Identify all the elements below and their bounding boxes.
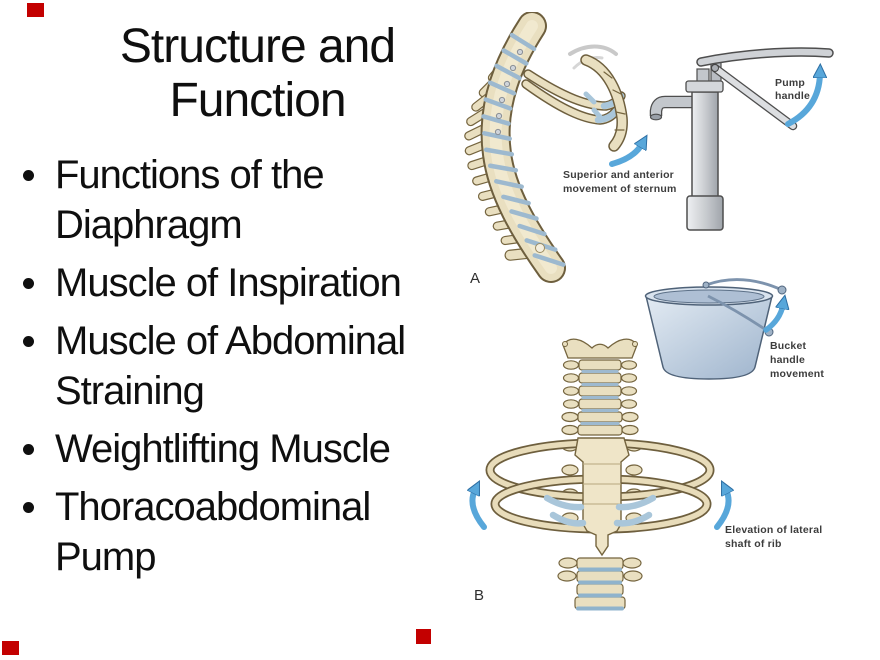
panel-b: Bucket handle movement Elevation of late… [472, 278, 824, 611]
slide-title: Structure and Function [30, 20, 485, 128]
bullet-dot [23, 502, 34, 513]
water-pump [649, 47, 834, 231]
bullet-text: Thoracoabdominal Pump [55, 485, 371, 579]
bullet-dot [23, 278, 34, 289]
bullet-dot [23, 444, 34, 455]
pump-handle-arrow [785, 74, 820, 127]
pump-base [686, 195, 724, 231]
red-marker-bottom-left [2, 641, 19, 655]
bucket-label-line1: Bucket [770, 340, 807, 352]
bucket-label-line2: handle [770, 354, 805, 366]
rib-elevation-arrow-right [714, 490, 729, 530]
pump-handle-label-line1: Pump [775, 77, 805, 89]
bullet-item: Functions of the Diaphragm [20, 150, 455, 250]
red-marker-top-left [27, 3, 44, 17]
bullet-text: Muscle of Abdominal Straining [55, 319, 406, 413]
rib-elevation-label-line1: Elevation of lateral [725, 524, 822, 536]
pump-neck [696, 68, 710, 83]
panel-b-letter: B [474, 587, 484, 604]
rib-elevation-arrow-left [472, 490, 487, 530]
rib-elevation-label-line2: shaft of rib [725, 538, 782, 550]
rib-cage-front-view [485, 338, 715, 611]
pump-handle-label-line2: handle [775, 90, 810, 102]
bullet-dot [23, 170, 34, 181]
bullet-item: Weightlifting Muscle [20, 424, 455, 474]
sternum-movement-label-line1: Superior and anterior [563, 169, 674, 181]
cervical-column [561, 359, 639, 436]
bullet-list: Functions of the Diaphragm Muscle of Ins… [20, 150, 455, 590]
lumbar-column [557, 557, 643, 611]
slide-title-line1: Structure and [119, 20, 396, 73]
bullet-item: Muscle of Abdominal Straining [20, 316, 455, 416]
panel-a: Superior and anterior movement of sternu… [464, 12, 834, 287]
bucket [644, 278, 787, 380]
bucket-handle-arrow [763, 305, 783, 333]
bullet-text: Muscle of Inspiration [55, 261, 402, 305]
atlas-vertebra [562, 338, 638, 359]
slide-title-line2: Function [169, 74, 346, 127]
bucket-handle-lowered [707, 294, 770, 334]
spine-side-view [464, 12, 566, 283]
sternum-plate [574, 437, 630, 557]
bucket-label-line3: movement [770, 368, 824, 380]
sternum [568, 44, 628, 152]
bullet-item: Thoracoabdominal Pump [20, 482, 455, 582]
anatomy-figure: Superior and anterior movement of sternu… [464, 12, 834, 611]
bucket-body [645, 295, 773, 380]
panel-a-letter: A [470, 270, 480, 287]
bullet-dot [23, 336, 34, 347]
pump-body [691, 91, 719, 199]
pump-cap [685, 80, 724, 93]
red-marker-bottom-mid [416, 629, 431, 644]
sternum-movement-label-line2: movement of sternum [563, 183, 677, 195]
bullet-text: Weightlifting Muscle [55, 427, 391, 471]
bullet-text: Functions of the Diaphragm [55, 153, 325, 247]
bucket-handle-raised [705, 278, 783, 292]
sternum-movement-arrow [609, 144, 642, 167]
costal-cartilage [543, 494, 657, 527]
bullet-item: Muscle of Inspiration [20, 258, 455, 308]
